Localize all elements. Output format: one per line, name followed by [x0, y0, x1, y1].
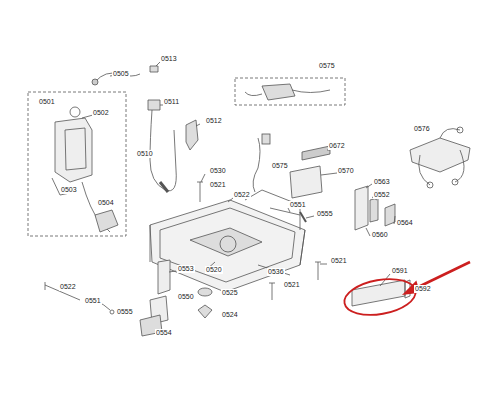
- callout-number: 0550: [177, 293, 195, 301]
- callout-number: 0503: [60, 186, 78, 194]
- callout-number: 0521: [209, 181, 227, 189]
- callout-number: 0521: [330, 257, 348, 265]
- callout-number: 0551: [289, 201, 307, 209]
- callout-number: 0520: [205, 266, 223, 274]
- callout-number: 0551: [84, 297, 102, 305]
- callout-number: 0502: [92, 109, 110, 117]
- callout-number: 0521: [283, 281, 301, 289]
- callout-number: 0553: [177, 265, 195, 273]
- callout-number: 0530: [209, 167, 227, 175]
- callout-number: 0554: [155, 329, 173, 337]
- callout-number: 0555: [116, 308, 134, 316]
- callout-number: 0522: [59, 283, 77, 291]
- callout-number: 0522: [233, 191, 251, 199]
- callout-number: 0512: [205, 117, 223, 125]
- callout-number: 0575: [271, 162, 289, 170]
- callout-number: 0505: [112, 70, 130, 78]
- callout-number: 0592: [414, 285, 432, 293]
- callout-number: 0575: [318, 62, 336, 70]
- callout-number: 0536: [267, 268, 285, 276]
- callout-number: 0504: [97, 199, 115, 207]
- callout-number: 0564: [396, 219, 414, 227]
- callout-number: 0513: [160, 55, 178, 63]
- callout-number: 0510: [136, 150, 154, 158]
- callout-number: 0570: [337, 167, 355, 175]
- callout-number: 0511: [163, 98, 180, 106]
- callout-number: 0524: [221, 311, 239, 319]
- callout-number: 0525: [221, 289, 239, 297]
- callout-number: 0591: [391, 267, 409, 275]
- callout-number: 0560: [371, 231, 389, 239]
- callout-number: 0552: [373, 191, 391, 199]
- callout-number: 0501: [38, 98, 56, 106]
- callout-number: 0576: [413, 125, 431, 133]
- callout-number: 0672: [328, 142, 346, 150]
- callout-number: 0555: [316, 210, 334, 218]
- callout-number: 0563: [373, 178, 391, 186]
